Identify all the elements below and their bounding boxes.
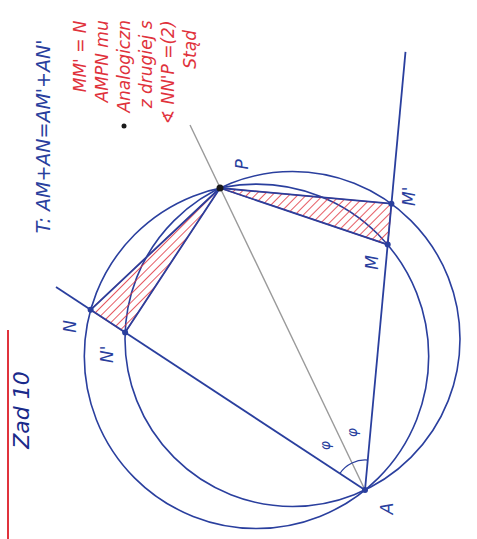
angle-mark [352, 460, 368, 463]
point-label: M' [401, 186, 420, 205]
proof-note: z drugiej s [137, 20, 156, 108]
hatched-triangle [220, 188, 391, 245]
underline [7, 330, 9, 539]
point-label: A [379, 502, 398, 514]
proof-note: Stąd [181, 30, 200, 69]
point [88, 307, 94, 313]
point-label: N [61, 320, 80, 333]
point [217, 185, 224, 192]
point-label: N' [99, 345, 118, 362]
angle-arm [56, 287, 365, 490]
segment [220, 188, 391, 204]
angle-arm [365, 52, 406, 490]
proof-note: Analogiczn [115, 20, 134, 113]
point-label: P [233, 159, 252, 169]
proof-note: ∢ NN'P =(2) [159, 20, 178, 124]
circle [125, 172, 460, 507]
task-title: Zad 10 [10, 371, 34, 449]
theorem-note: T: AM+AN=AM'+AN' [34, 40, 55, 234]
bisector-line [190, 125, 365, 490]
segment [125, 188, 220, 332]
point-label: M [363, 255, 382, 270]
angle-mark [340, 463, 352, 474]
point [385, 242, 391, 248]
segment [91, 188, 220, 310]
hatched-triangle [91, 188, 220, 332]
angle-label: φ [318, 441, 333, 450]
proof-note: AMPN mu [93, 20, 112, 102]
point [388, 201, 394, 207]
point [122, 329, 128, 335]
bullet-dot [122, 124, 127, 129]
proof-note: MM' = N [71, 20, 90, 92]
angle-label: φ [345, 428, 360, 437]
point [362, 487, 368, 493]
